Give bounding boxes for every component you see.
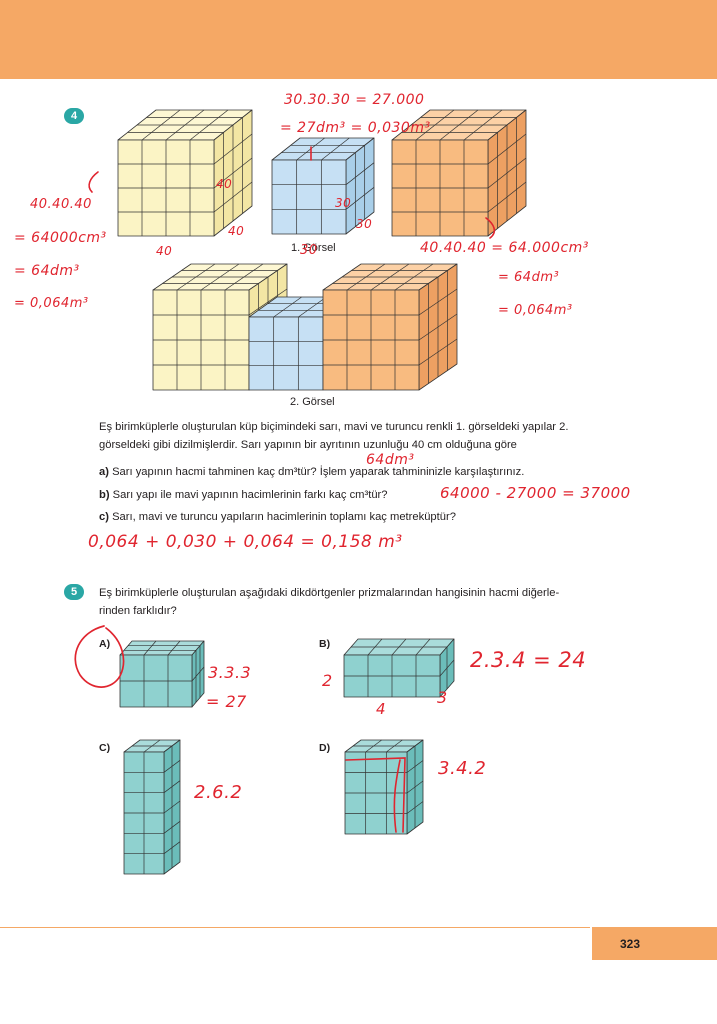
hw-option-d-calc: 3.4.2 [438,758,487,779]
grid-line [418,288,458,316]
q4-a-text: Sarı yapının hacmi tahminen kaç dm³tür? … [112,466,525,478]
hw-left-3: = 64dm³ [14,263,80,279]
hw-option-b-calc: 2.3.4 = 24 [470,648,587,672]
grid-line [191,666,205,682]
option-c-label: C) [99,742,111,754]
page-number: 323 [592,927,717,960]
grid-line [163,821,181,834]
grid-line [273,296,302,318]
hw-answer-a: 64dm³ [366,452,415,468]
question-5-badge: 5 [64,584,84,600]
hw-yellow-40-b: 40 [228,224,245,238]
hw-bracket-yellow [88,171,99,193]
hw-d-outline [345,757,406,833]
prism-a [119,640,205,708]
grid-line [298,296,327,318]
grid-line [163,760,181,773]
q5-text-line-2: rinden farklıdır? [99,605,177,617]
grid-line [487,133,527,165]
yellow-cube-fig1 [117,109,253,237]
option-d-label: D) [319,742,331,754]
grid-line [163,800,181,814]
hw-bracket-orange [485,217,496,239]
grid-line [167,640,181,656]
hw-answer-c: 0,064 + 0,030 + 0,064 = 0,158 m³ [88,532,403,552]
q4-text-line-1: Eş birimküplerle oluşturulan küp biçimin… [99,421,569,433]
grid-line [406,801,424,814]
hw-yellow-40-c: 40 [156,244,173,258]
figure-1-caption: 1. Görsel [291,242,336,254]
hw-option-a-calc-1: 3.3.3 [208,663,252,682]
orange-block-fig2 [322,263,458,391]
hw-left-2: = 64000cm³ [14,230,107,246]
hw-option-c-calc: 2.6.2 [194,782,243,803]
grid-line [418,313,458,341]
blue-cube-fig1 [271,137,375,235]
prism-a-top [119,640,205,656]
q4-part-b: b) Sarı yapı ile mavi yapının hacimlerin… [99,488,388,502]
grid-line [439,659,455,677]
footer-rule [0,927,590,928]
grid-line [213,133,253,165]
hw-right-1: 40.40.40 = 64.000cm³ [420,240,589,256]
hw-yellow-40-a: 40 [216,177,233,191]
blue-block-fig2-front [248,316,324,391]
q4-c-text: Sarı, mavi ve turuncu yapıların hacimler… [112,511,456,523]
q4-text-line-2: görseldeki gibi dizilmişlerdir. Sarı yap… [99,439,517,451]
hw-option-b-dim-right: 3 [437,688,448,707]
hw-right-2: = 64dm³ [498,270,560,285]
hw-top-2: = 27dm³ = 0,030m³ [280,120,431,136]
q4-b-label: b) [99,489,110,501]
prism-c [123,739,181,875]
prism-d [344,739,424,835]
q4-part-c: c) Sarı, mavi ve turuncu yapıların hacim… [99,510,456,524]
hw-blue-30-b: 30 [356,217,373,231]
grid-line [418,338,458,366]
grid-line [345,162,375,185]
grid-line [345,187,375,210]
hw-option-a-calc-2: = 27 [206,692,247,711]
hw-circle-option-a [74,625,125,688]
hw-d-stroke [393,759,401,833]
q4-part-a: a) Sarı yapının hacmi tahminen kaç dm³tü… [99,465,524,479]
orange-cube-fig1 [391,109,527,237]
q4-b-text: Sarı yapı ile mavi yapının hacimlerinin … [112,489,388,501]
grid-line [163,780,181,793]
q5-text-line-1: Eş birimküplerle oluşturulan aşağıdaki d… [99,587,560,599]
grid-line [248,288,288,316]
grid-line [487,181,527,213]
hw-option-b-dim-left: 2 [322,671,333,690]
hw-left-4: = 0,064m³ [14,296,89,311]
grid-line [163,841,181,854]
figure-2-caption: 2. Görsel [290,396,335,408]
grid-line [143,640,157,656]
page-header-band [0,0,717,79]
grid-line [406,780,424,794]
hw-right-3: = 0,064m³ [498,303,573,318]
q4-c-label: c) [99,511,109,523]
grid-line [213,181,253,213]
q4-a-label: a) [99,466,109,478]
hw-answer-b: 64000 - 27000 = 37000 [440,484,631,502]
option-a-label: A) [99,638,111,650]
hw-blue-30-c: 30 [300,243,318,258]
grid-line [213,157,253,189]
prism-b [343,638,455,698]
question-4-badge: 4 [64,108,84,124]
hw-option-b-dim-bottom: 4 [376,700,387,718]
hw-blue-30-a: 30 [335,196,352,210]
grid-line [487,157,527,189]
option-b-label: B) [319,638,331,650]
grid-line [406,760,424,773]
grid-line [321,137,350,161]
hw-top-1: 30.30.30 = 27.000 [284,92,425,108]
hw-left-1: 40.40.40 [30,197,92,212]
